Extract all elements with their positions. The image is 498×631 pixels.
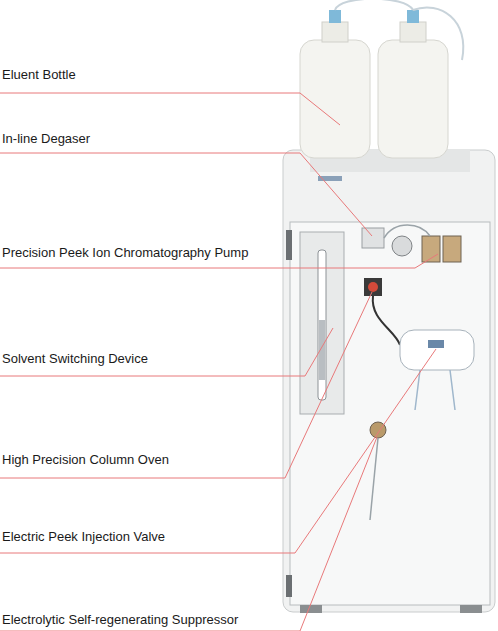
column-oven (300, 232, 344, 414)
foot (300, 605, 322, 613)
pump-heads (422, 236, 461, 262)
injection-valve (364, 278, 382, 296)
part-label: High Precision Column Oven (2, 452, 169, 468)
hinge (286, 575, 292, 597)
eluent-bottles (300, 0, 463, 158)
hinge (286, 230, 292, 260)
degaser (362, 228, 384, 248)
leader-lines (0, 93, 438, 631)
pump-dial (392, 236, 412, 256)
part-label: Solvent Switching Device (2, 351, 148, 367)
cable (373, 296, 400, 345)
tubing (415, 370, 455, 410)
part-label: Eluent Bottle (2, 67, 76, 83)
part-label: In-line Degaser (2, 131, 90, 147)
part-label: Electrolytic Self-regenerating Suppresso… (2, 612, 238, 628)
suppressor-port (428, 340, 444, 348)
tubing (384, 225, 430, 238)
foot (460, 605, 482, 613)
housing (283, 150, 495, 612)
part-label: Electric Peek Injection Valve (2, 529, 165, 545)
suppressor (400, 330, 474, 370)
part-label: Precision Peek Ion Chromatography Pump (2, 245, 248, 261)
front-panel (290, 222, 490, 605)
valve-port (368, 282, 378, 292)
